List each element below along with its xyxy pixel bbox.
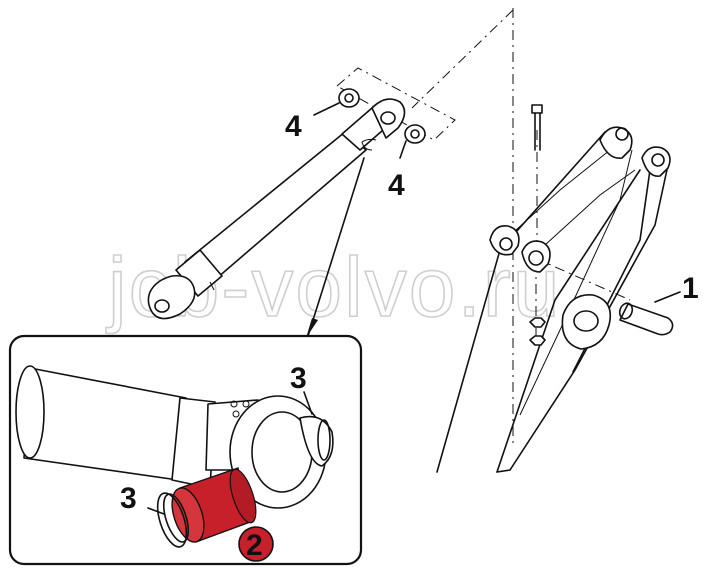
shim-washers [313, 88, 426, 159]
pivot-pin [618, 291, 681, 336]
callout-3-left: 3 [120, 482, 137, 515]
hydraulic-cylinder [147, 98, 406, 320]
callout-3-right: 3 [290, 362, 307, 395]
detail-leader-line [307, 157, 365, 337]
boom-arm [436, 104, 671, 473]
assembly-guide-lines [336, 8, 631, 445]
callout-1: 1 [682, 272, 699, 305]
detail-leader-arrow [306, 318, 318, 338]
seal-ring-left [147, 492, 190, 548]
callout-4-right: 4 [388, 169, 405, 202]
callout-2-badge [238, 526, 274, 562]
detail-cylinder-head [15, 365, 334, 509]
callout-2: 2 [246, 529, 263, 562]
callout-4-left: 4 [285, 110, 302, 143]
